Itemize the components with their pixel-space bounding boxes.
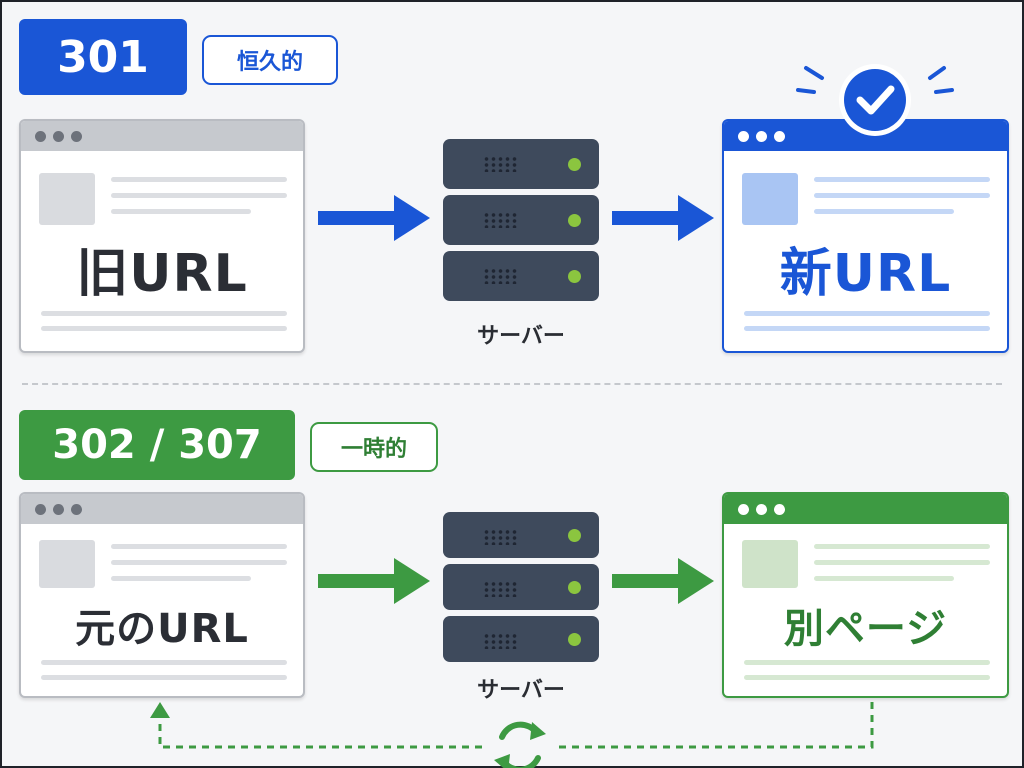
different-page-label: 別ページ bbox=[783, 606, 948, 652]
server-label: サーバー bbox=[477, 324, 565, 349]
arrow-right-icon bbox=[612, 195, 714, 241]
section-divider bbox=[22, 383, 1002, 385]
code-badge-301: 301 bbox=[19, 19, 187, 95]
server-label: サーバー bbox=[477, 678, 565, 703]
browser-different-page: 別ページ bbox=[722, 492, 1009, 698]
tag-badge-temporary: 一時的 bbox=[310, 422, 438, 472]
arrow-right-icon bbox=[318, 558, 430, 604]
arrow-up-icon bbox=[150, 702, 170, 718]
code-badge-302-307: 302 / 307 bbox=[19, 410, 295, 480]
return-loop-line bbox=[158, 702, 874, 749]
browser-original-url: 元のURL bbox=[19, 492, 305, 698]
browser-new-url: 新URL bbox=[722, 119, 1009, 353]
browser-old-url: 旧URL bbox=[19, 119, 305, 353]
original-url-label: 元のURL bbox=[75, 606, 249, 652]
new-url-label: 新URL bbox=[779, 244, 952, 304]
arrow-right-icon bbox=[612, 558, 714, 604]
server-icon bbox=[443, 512, 599, 662]
server-icon bbox=[443, 139, 599, 305]
tag-badge-permanent: 恒久的 bbox=[202, 35, 338, 85]
arrow-right-icon bbox=[318, 195, 430, 241]
check-circle-icon bbox=[796, 64, 954, 136]
old-url-label: 旧URL bbox=[76, 244, 248, 304]
